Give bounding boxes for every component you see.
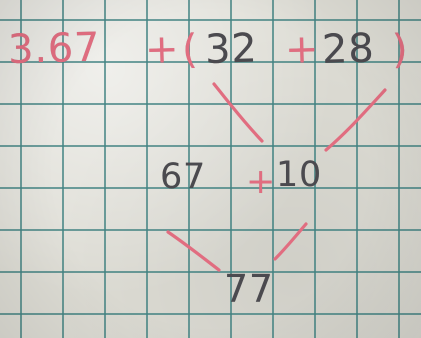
line-2-right-value: 10 <box>276 155 322 195</box>
line-1-plus-2: + <box>284 26 320 73</box>
line-1-lead-number: 3.67 <box>7 24 101 73</box>
line-1-second-addend: 28 <box>321 25 376 73</box>
line-1-first-addend: 32 <box>204 25 259 73</box>
left-lower-connector-line <box>166 230 221 272</box>
right-lower-connector-line <box>273 222 308 261</box>
line-1-open-paren: ( <box>181 26 200 73</box>
right-upper-connector-line <box>324 88 387 152</box>
line-1-close-paren: ) <box>391 26 410 73</box>
line-2-plus: + <box>246 162 277 202</box>
line-3-result: 77 <box>224 267 274 311</box>
left-upper-connector-line <box>212 82 264 143</box>
line-1-plus-1: + <box>144 26 180 73</box>
line-2-left-value: 67 <box>160 157 206 197</box>
